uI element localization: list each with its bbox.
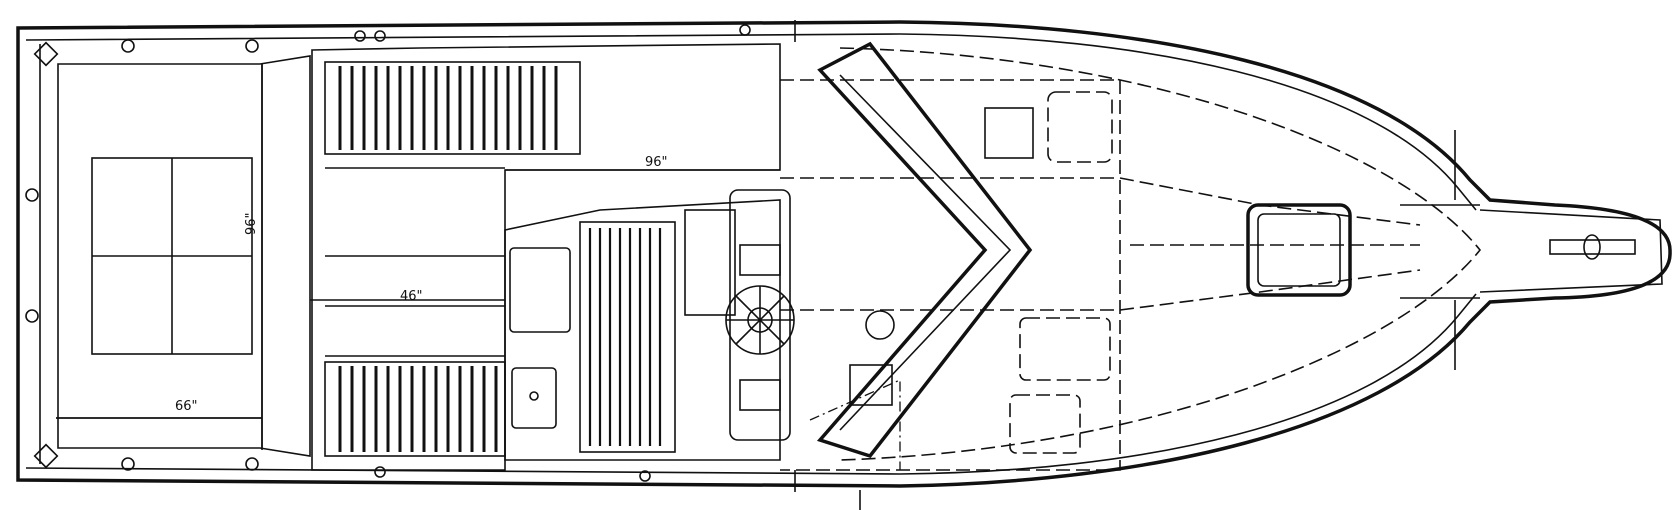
rail-ticks bbox=[794, 20, 1456, 510]
helm-console bbox=[684, 189, 795, 441]
helm-deck-slats bbox=[588, 228, 662, 446]
forward-hatch bbox=[1246, 203, 1352, 297]
seat-top-port bbox=[324, 61, 581, 155]
shower-pan bbox=[1009, 394, 1081, 454]
dimension-lines bbox=[56, 64, 780, 448]
windshield-frame bbox=[816, 41, 1033, 459]
seat-slats-top bbox=[338, 66, 558, 150]
stern-cleats bbox=[33, 41, 59, 469]
galley-sink bbox=[1047, 91, 1113, 163]
helm-chair-bottom bbox=[739, 379, 781, 411]
hull-outline bbox=[16, 20, 1672, 488]
galley-stove bbox=[984, 107, 1034, 159]
aft-cockpit-deck bbox=[56, 55, 311, 457]
seat-slats-bottom bbox=[338, 366, 498, 452]
cooler-box bbox=[509, 247, 571, 333]
stanchion-bases bbox=[25, 24, 751, 482]
aft-seating bbox=[311, 43, 781, 471]
livewell bbox=[511, 367, 557, 429]
dim-cockpit-length: 66" bbox=[175, 399, 198, 414]
dim-mid-beam: 96" bbox=[645, 155, 668, 170]
cabin-interior bbox=[780, 79, 1421, 471]
head-compartment bbox=[1019, 317, 1111, 381]
dim-beam-aft: 96" bbox=[244, 212, 259, 235]
bow-pulpit bbox=[1400, 204, 1663, 299]
helm-seat-deck bbox=[579, 221, 676, 453]
helm-chair-top bbox=[739, 244, 781, 276]
dim-seat-width: 46" bbox=[400, 289, 423, 304]
helm-station bbox=[504, 199, 781, 461]
